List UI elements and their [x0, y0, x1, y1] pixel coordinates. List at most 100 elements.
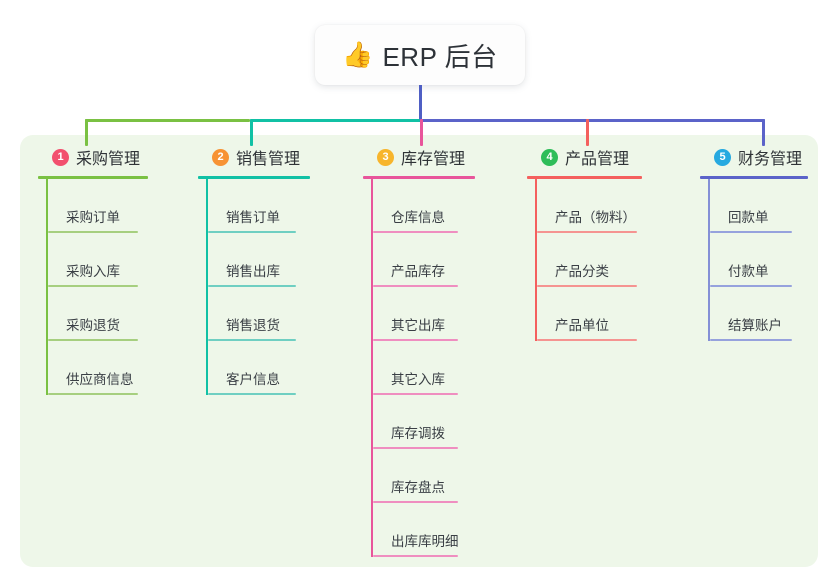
leaf-item-rule: [48, 393, 138, 395]
connector-trunk: [419, 85, 422, 122]
column-header-inventory[interactable]: 3 库存管理: [363, 145, 475, 169]
column-inventory: 3 库存管理仓库信息产品库存其它出库其它入库库存调拨库存盘点出库库明细: [363, 145, 475, 557]
column-product: 4 产品管理产品（物料） 产品分类产品单位: [527, 145, 642, 341]
leaf-item-rule: [373, 231, 458, 233]
leaf-list-product: 产品（物料） 产品分类产品单位: [535, 179, 642, 341]
leaf-item-label: 销售退货: [226, 318, 280, 333]
leaf-item-rule: [537, 339, 637, 341]
leaf-item[interactable]: 产品库存: [373, 233, 475, 287]
column-badge-2: 2: [212, 148, 229, 166]
column-badge-3: 3: [377, 148, 394, 166]
leaf-item[interactable]: 产品（物料）: [537, 179, 642, 233]
leaf-item-rule: [373, 285, 458, 287]
leaf-item-label: 采购订单: [66, 210, 120, 225]
leaf-item-rule: [710, 285, 792, 287]
leaf-item-rule: [208, 231, 296, 233]
column-header-purchase[interactable]: 1 采购管理: [38, 145, 148, 169]
leaf-item-label: 仓库信息: [391, 210, 445, 225]
leaf-item[interactable]: 采购订单: [48, 179, 148, 233]
column-header-rule-sales: [198, 176, 310, 179]
column-title-finance: 财务管理: [738, 151, 803, 168]
leaf-item[interactable]: 库存调拨: [373, 395, 475, 449]
drop-purchase: [85, 119, 88, 146]
leaf-item-label: 客户信息: [226, 372, 280, 387]
leaf-list-inventory: 仓库信息产品库存其它出库其它入库库存调拨库存盘点出库库明细: [371, 179, 475, 557]
leaf-item[interactable]: 销售订单: [208, 179, 310, 233]
drop-sales: [250, 119, 253, 146]
leaf-item-rule: [208, 393, 296, 395]
leaf-item[interactable]: 销售出库: [208, 233, 310, 287]
leaf-item[interactable]: 客户信息: [208, 341, 310, 395]
column-header-sales[interactable]: 2 销售管理: [198, 145, 310, 169]
leaf-item-rule: [373, 501, 458, 503]
root-node-title: ERP 后台: [382, 41, 498, 72]
leaf-item-label: 结算账户: [728, 318, 782, 333]
thumbs-up-icon: 👍: [342, 40, 374, 69]
leaf-item[interactable]: 仓库信息: [373, 179, 475, 233]
column-purchase: 1 采购管理采购订单采购入库采购退货供应商信息: [38, 145, 148, 395]
leaf-item[interactable]: 库存盘点: [373, 449, 475, 503]
leaf-item-label: 销售订单: [226, 210, 280, 225]
column-title-purchase: 采购管理: [76, 151, 141, 168]
leaf-item-rule: [373, 393, 458, 395]
leaf-item-rule: [537, 285, 637, 287]
leaf-item[interactable]: 结算账户: [710, 287, 808, 341]
leaf-item[interactable]: 其它出库: [373, 287, 475, 341]
leaf-item-label: 回款单: [728, 210, 769, 225]
leaf-item-label: 销售出库: [226, 264, 280, 279]
column-header-product[interactable]: 4 产品管理: [527, 145, 642, 169]
leaf-item[interactable]: 出库库明细: [373, 503, 475, 557]
column-header-rule-purchase: [38, 176, 148, 179]
drop-inventory: [420, 119, 423, 146]
leaf-item-label: 其它入库: [391, 372, 445, 387]
leaf-item[interactable]: 付款单: [710, 233, 808, 287]
leaf-item-rule: [373, 447, 458, 449]
leaf-list-purchase: 采购订单采购入库采购退货供应商信息: [46, 179, 148, 395]
drop-finance: [762, 119, 765, 146]
leaf-item-rule: [208, 339, 296, 341]
diagram-panel-background: [20, 135, 818, 567]
leaf-item-label: 产品分类: [555, 264, 609, 279]
leaf-spine-purchase: [46, 179, 48, 395]
column-sales: 2 销售管理销售订单销售出库销售退货客户信息: [198, 145, 310, 395]
leaf-item[interactable]: 供应商信息: [48, 341, 148, 395]
column-badge-1: 1: [52, 148, 69, 166]
leaf-spine-product: [535, 179, 537, 341]
leaf-item-rule: [373, 339, 458, 341]
leaf-item-label: 采购入库: [66, 264, 120, 279]
leaf-item-rule: [710, 231, 792, 233]
column-title-product: 产品管理: [565, 151, 630, 168]
column-header-rule-inventory: [363, 176, 475, 179]
column-title-inventory: 库存管理: [401, 151, 466, 168]
leaf-item[interactable]: 销售退货: [208, 287, 310, 341]
leaf-item-label: 产品（物料）: [555, 210, 636, 225]
leaf-item-label: 产品库存: [391, 264, 445, 279]
leaf-item[interactable]: 产品单位: [537, 287, 642, 341]
leaf-item[interactable]: 采购退货: [48, 287, 148, 341]
column-header-rule-product: [527, 176, 642, 179]
leaf-item-label: 出库库明细: [391, 534, 459, 549]
leaf-spine-inventory: [371, 179, 373, 557]
column-badge-5: 5: [714, 148, 731, 166]
bus-segment-teal: [250, 119, 420, 122]
leaf-item-rule: [710, 339, 792, 341]
leaf-item[interactable]: 采购入库: [48, 233, 148, 287]
column-title-sales: 销售管理: [236, 151, 301, 168]
leaf-list-finance: 回款单付款单结算账户: [708, 179, 808, 341]
leaf-item[interactable]: 回款单: [710, 179, 808, 233]
root-node-erp-backend[interactable]: 👍 ERP 后台: [315, 25, 525, 85]
bus-segment-blue: [420, 119, 765, 122]
leaf-item-label: 产品单位: [555, 318, 609, 333]
leaf-item[interactable]: 其它入库: [373, 341, 475, 395]
leaf-item-label: 其它出库: [391, 318, 445, 333]
column-header-rule-finance: [700, 176, 808, 179]
column-badge-4: 4: [541, 148, 558, 166]
column-header-finance[interactable]: 5 财务管理: [700, 145, 808, 169]
leaf-item-label: 库存盘点: [391, 480, 445, 495]
leaf-item-label: 库存调拨: [391, 426, 445, 441]
leaf-item[interactable]: 产品分类: [537, 233, 642, 287]
leaf-item-rule: [208, 285, 296, 287]
leaf-list-sales: 销售订单销售出库销售退货客户信息: [206, 179, 310, 395]
column-finance: 5 财务管理回款单付款单结算账户: [700, 145, 808, 341]
leaf-item-rule: [373, 555, 458, 557]
